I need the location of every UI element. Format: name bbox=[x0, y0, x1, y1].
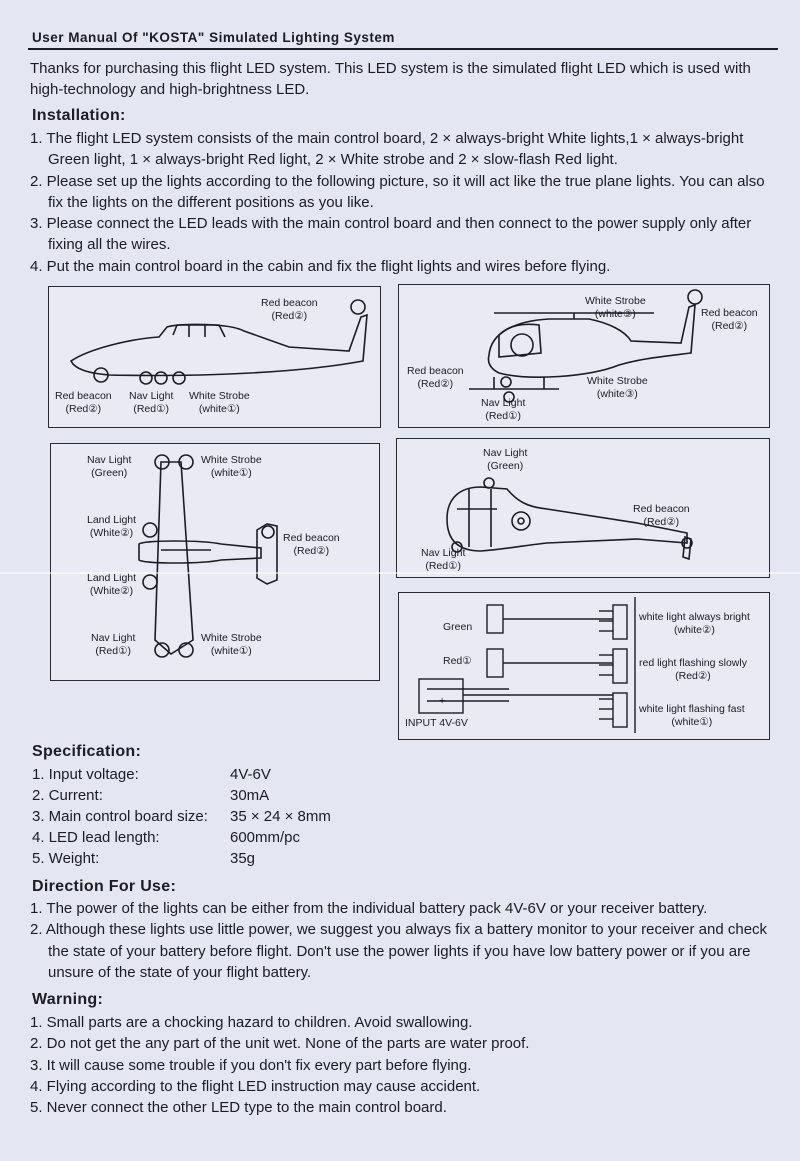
label-nav-red: Nav Light (Red①) bbox=[421, 547, 466, 572]
label-strobe-top: White Strobe (white①) bbox=[201, 454, 262, 479]
installation-item: 4. Put the main control board in the cab… bbox=[30, 257, 611, 275]
spec-value: 4V-6V bbox=[230, 766, 271, 783]
warning-item: 3. It will cause some trouble if you don… bbox=[30, 1056, 472, 1074]
warning-list: 1. Small parts are a chocking hazard to … bbox=[30, 1012, 778, 1118]
spec-key: 1. Input voltage: bbox=[32, 766, 139, 783]
installation-item: 3. Please connect the LED leads with the… bbox=[30, 215, 752, 254]
label-white-strobe: White Strobe (white①) bbox=[189, 390, 250, 415]
label-nav-light: Nav Light (Red①) bbox=[129, 390, 174, 415]
label-white-fast: white light flashing fast (white①) bbox=[639, 703, 745, 728]
label-nav-red: Nav Light (Red①) bbox=[91, 632, 136, 657]
label-red-beacon-top: Red beacon (Red②) bbox=[261, 297, 318, 322]
installation-heading: Installation: bbox=[32, 107, 126, 124]
heli-side-diagram: White Strobe (white③) Red beacon (Red②) … bbox=[398, 284, 770, 428]
manual-title: User Manual Of "KOSTA" Simulated Lightin… bbox=[32, 30, 395, 45]
label-red-beacon-skid: Red beacon (Red②) bbox=[407, 365, 464, 390]
spec-key: 3. Main control board size: bbox=[32, 808, 208, 825]
spec-key: 2. Current: bbox=[32, 787, 103, 804]
plane-side-diagram: Red beacon (Red②) Red beacon (Red②) Nav … bbox=[48, 286, 381, 428]
title-underline bbox=[28, 48, 778, 50]
label-nav-light: Nav Light (Red①) bbox=[481, 397, 526, 422]
spec-value: 30mA bbox=[230, 787, 270, 804]
installation-item: 2. Please set up the lights according to… bbox=[30, 172, 765, 211]
spec-value: 600mm/pc bbox=[230, 829, 301, 846]
specification-heading: Specification: bbox=[32, 743, 142, 760]
label-red-beacon: Red beacon (Red②) bbox=[283, 532, 340, 557]
label-red-beacon-tail: Red beacon (Red②) bbox=[701, 307, 758, 332]
label-input: INPUT 4V-6V bbox=[405, 717, 468, 729]
direction-item: 2. Although these lights use little powe… bbox=[30, 921, 768, 981]
label-strobe-bottom: White Strobe (white①) bbox=[201, 632, 262, 657]
label-red-beacon-bottom: Red beacon (Red②) bbox=[55, 390, 112, 415]
installation-item: 1. The flight LED system consists of the… bbox=[30, 130, 744, 169]
wiring-illustration bbox=[418, 597, 636, 733]
spec-key: 4. LED lead length: bbox=[32, 829, 160, 846]
heli-top-diagram: Nav Light (Green) Red beacon (Red②) Nav … bbox=[396, 438, 770, 578]
installation-list: 1. The flight LED system consists of the… bbox=[30, 128, 778, 277]
intro-paragraph: Thanks for purchasing this flight LED sy… bbox=[30, 60, 751, 98]
label-minus: - bbox=[439, 683, 443, 695]
warning-item: 4. Flying according to the flight LED in… bbox=[30, 1077, 481, 1095]
direction-heading: Direction For Use: bbox=[32, 878, 177, 895]
label-land-light-2: Land Light (White②) bbox=[87, 572, 137, 597]
label-white-strobe-bottom: White Strobe (white③) bbox=[587, 375, 648, 400]
direction-list: 1. The power of the lights can be either… bbox=[30, 898, 778, 983]
label-land-light-1: Land Light (White②) bbox=[87, 514, 137, 539]
label-nav-green: Nav Light (Green) bbox=[483, 447, 528, 472]
heli-top-illustration bbox=[446, 477, 693, 561]
label-red-beacon: Red beacon (Red②) bbox=[633, 503, 690, 528]
warning-item: 2. Do not get the any part of the unit w… bbox=[30, 1035, 530, 1053]
label-green: Green bbox=[443, 621, 473, 633]
warning-item: 5. Never connect the other LED type to t… bbox=[30, 1099, 447, 1117]
wiring-diagram: Green Red① - + INPUT 4V-6V white light a… bbox=[398, 592, 770, 740]
spec-value: 35g bbox=[230, 850, 256, 867]
spec-value: 35 × 24 × 8mm bbox=[230, 808, 331, 825]
label-red: Red① bbox=[443, 655, 472, 667]
direction-item: 1. The power of the lights can be either… bbox=[30, 900, 708, 917]
paper-fold-line bbox=[0, 572, 800, 574]
plane-top-illustration bbox=[138, 454, 278, 658]
spec-key: 5. Weight: bbox=[32, 850, 100, 867]
label-white-bright: white light always bright (white②) bbox=[639, 611, 750, 636]
label-white-strobe-top: White Strobe (white③) bbox=[585, 295, 646, 320]
warning-item: 1. Small parts are a chocking hazard to … bbox=[30, 1014, 473, 1031]
label-plus: + bbox=[439, 695, 446, 707]
plane-top-diagram: Nav Light (Green) White Strobe (white①) … bbox=[50, 443, 380, 681]
label-red-slow: red light flashing slowly (Red②) bbox=[639, 657, 747, 682]
heli-side-illustration bbox=[469, 289, 703, 403]
warning-heading: Warning: bbox=[32, 991, 104, 1008]
plane-side-illustration bbox=[69, 299, 368, 385]
label-nav-green: Nav Light (Green) bbox=[87, 454, 132, 479]
